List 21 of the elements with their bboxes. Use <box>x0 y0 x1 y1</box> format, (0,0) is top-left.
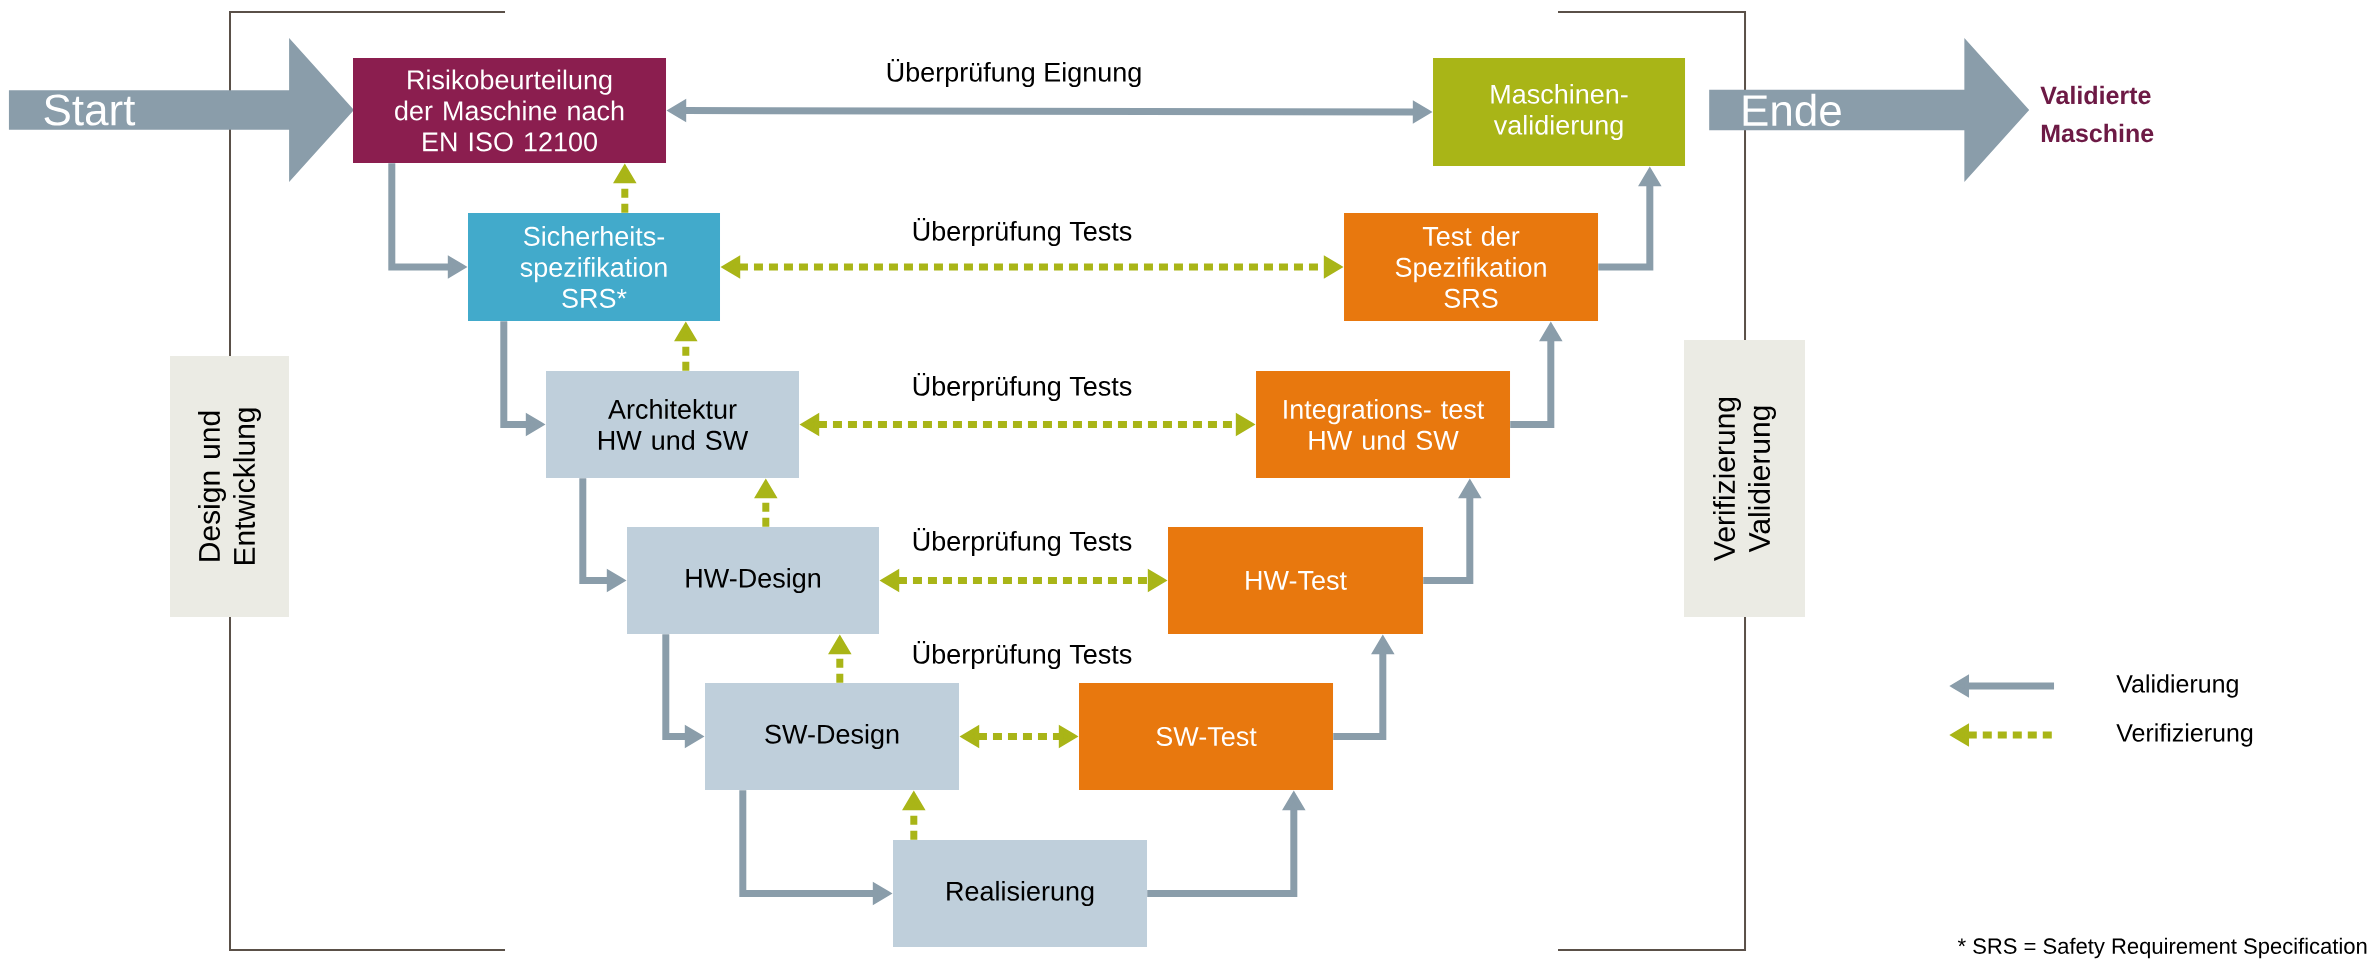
process-box: Test der Spezifikation SRS <box>1344 213 1598 321</box>
phase-band: Verifizierung Validierung <box>1684 340 1806 617</box>
process-box: Architektur HW und SW <box>546 371 799 478</box>
process-box: HW-Design <box>627 527 879 634</box>
process-box: SW-Test <box>1079 683 1333 790</box>
phase-band: Design und Entwicklung <box>170 356 289 617</box>
edge-label: Überprüfung Tests <box>909 370 1135 404</box>
edge-label: Überprüfung Tests <box>909 525 1135 559</box>
legend-label: Verifizierung <box>2116 723 2253 747</box>
edge-label: Überprüfung Eignung <box>883 56 1145 90</box>
process-box: SW-Design <box>705 683 959 790</box>
edge-label: Überprüfung Tests <box>909 215 1135 249</box>
footnote: * SRS = Safety Requirement Specification <box>1957 937 2367 959</box>
process-box: Risikobeurteilung der Maschine nach EN ISO 12100 <box>353 58 666 163</box>
process-box: Realisierung <box>893 840 1147 947</box>
process-box: Integrations- test HW und SW <box>1256 371 1510 478</box>
legend-label: Validierung <box>2116 674 2238 698</box>
process-box: HW-Test <box>1168 527 1423 634</box>
process-box: Maschinen- validierung <box>1433 58 1685 166</box>
edge-label: Überprüfung Tests <box>909 638 1135 672</box>
process-box: Sicherheits- spezifikation SRS* <box>468 213 720 321</box>
